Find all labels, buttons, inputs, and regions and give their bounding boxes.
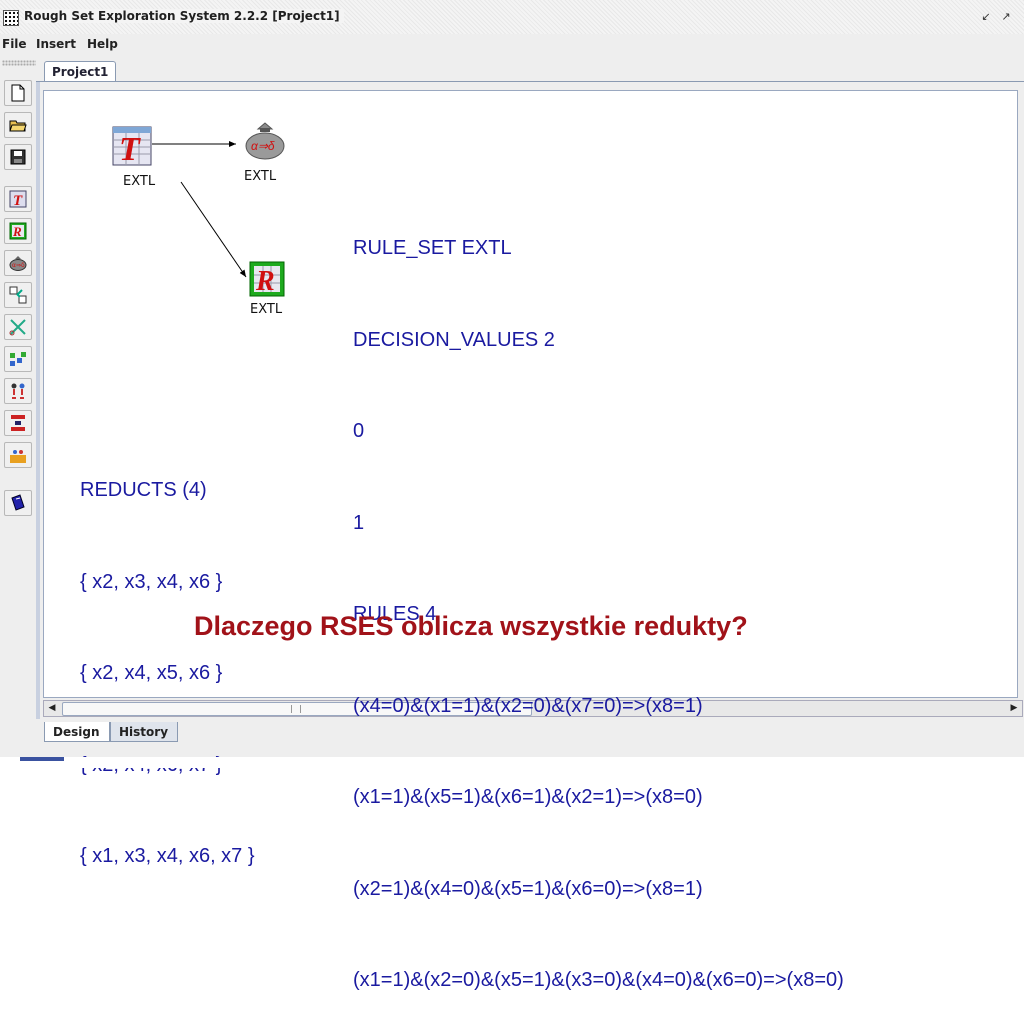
rules-line: RULE_SET EXTL: [353, 237, 512, 259]
rules-line: (x1=1)&(x2=0)&(x5=1)&(x3=0)&(x4=0)&(x6=0…: [353, 969, 844, 991]
table-node-label: EXTL: [123, 174, 156, 189]
svg-text:R: R: [12, 224, 22, 239]
classifier-icon[interactable]: [4, 442, 32, 468]
rules-line: (x4=0)&(x1=1)&(x2=0)&(x7=0)=>(x8=1): [353, 694, 703, 717]
menu-help[interactable]: Help: [87, 37, 118, 51]
application-window: Rough Set Exploration System 2.2.2 [Proj…: [0, 0, 1024, 757]
thumb-grip: [291, 705, 301, 713]
reducts-node[interactable]: R: [249, 261, 285, 301]
help-book-icon[interactable]: [4, 490, 32, 516]
app-icon: [3, 10, 19, 26]
menu-bar: File Insert Help: [0, 34, 1024, 56]
decomposition-icon[interactable]: [4, 410, 32, 436]
menu-file[interactable]: File: [2, 37, 27, 51]
save-disk-icon[interactable]: [4, 144, 32, 170]
decision-table-icon[interactable]: T: [4, 186, 32, 212]
rules-line: DECISION_VALUES 2: [353, 328, 555, 351]
edge-table-to-reducts: [180, 181, 247, 278]
slide-bottom-strip: [0, 757, 1024, 768]
svg-text:α⇒δ: α⇒δ: [12, 262, 25, 269]
scroll-right-icon[interactable]: ▶: [1010, 703, 1018, 713]
discretize-icon[interactable]: [4, 346, 32, 372]
tab-design[interactable]: Design: [44, 722, 110, 742]
reduct-set-icon: R: [249, 261, 285, 297]
scroll-left-icon[interactable]: ◀: [48, 703, 56, 713]
reducts-node-label: EXTL: [250, 302, 283, 317]
reducts-line: REDUCTS (4): [80, 479, 207, 501]
title-bar: Rough Set Exploration System 2.2.2 [Proj…: [0, 0, 1024, 35]
rules-line: (x2=1)&(x4=0)&(x5=1)&(x6=0)=>(x8=1): [353, 877, 703, 900]
horizontal-scrollbar[interactable]: ◀ ▶: [43, 700, 1023, 717]
rules-line: RULES 4: [353, 603, 437, 625]
open-folder-icon[interactable]: [4, 112, 32, 138]
reducts-panel: REDUCTS (4) { x2, x3, x4, x6 } { x2, x4,…: [80, 414, 255, 902]
svg-text:α⇒δ: α⇒δ: [251, 139, 275, 153]
rules-line: 0: [353, 420, 365, 442]
svg-text:T: T: [13, 193, 23, 208]
svg-text:R: R: [255, 266, 275, 297]
maximize-icon[interactable]: ↗: [1001, 10, 1011, 23]
bottom-tab-bar: Design History: [36, 719, 1024, 757]
slide-bottom-mark: [20, 757, 64, 761]
design-canvas[interactable]: T EXTL α⇒δ EXTL R EXTL: [43, 90, 1018, 698]
toolbar-grip[interactable]: [2, 60, 36, 66]
cut-icon[interactable]: [4, 314, 32, 340]
rule-set-icon: α⇒δ: [245, 122, 285, 160]
new-file-icon[interactable]: [4, 80, 32, 106]
reducts-line: { x2, x4, x5, x6 }: [80, 662, 223, 684]
tab-project1[interactable]: Project1: [44, 61, 116, 82]
svg-text:T: T: [119, 131, 141, 166]
table-node[interactable]: T: [112, 126, 152, 170]
rules-panel: RULE_SET EXTL DECISION_VALUES 2 0 1 RULE…: [353, 172, 844, 1026]
tab-history[interactable]: History: [110, 722, 178, 742]
reduct-set-icon[interactable]: R: [4, 218, 32, 244]
connection-lines: [152, 141, 247, 278]
minimize-icon[interactable]: ↙: [981, 10, 991, 23]
question-text: Dlaczego RSES oblicza wszystkie redukty?: [194, 611, 748, 641]
decision-table-icon: T: [112, 126, 152, 168]
scroll-thumb[interactable]: [62, 702, 532, 716]
tab-divider: [36, 81, 1024, 82]
window-title: Rough Set Exploration System 2.2.2 [Proj…: [24, 9, 344, 23]
rules-line: 1: [353, 511, 365, 534]
reducts-line: { x2, x3, x4, x6 }: [80, 570, 223, 593]
project-frame: [36, 82, 1024, 719]
rules-node[interactable]: α⇒δ: [244, 121, 286, 165]
menu-insert[interactable]: Insert: [36, 37, 76, 51]
split-icon[interactable]: [4, 282, 32, 308]
rules-line: (x1=1)&(x5=1)&(x6=1)&(x2=1)=>(x8=0): [353, 786, 703, 808]
rules-node-label: EXTL: [244, 169, 277, 184]
reducts-line: { x1, x3, x4, x6, x7 }: [80, 845, 255, 867]
rule-set-icon[interactable]: α⇒δ: [4, 250, 32, 276]
cluster-icon[interactable]: [4, 378, 32, 404]
